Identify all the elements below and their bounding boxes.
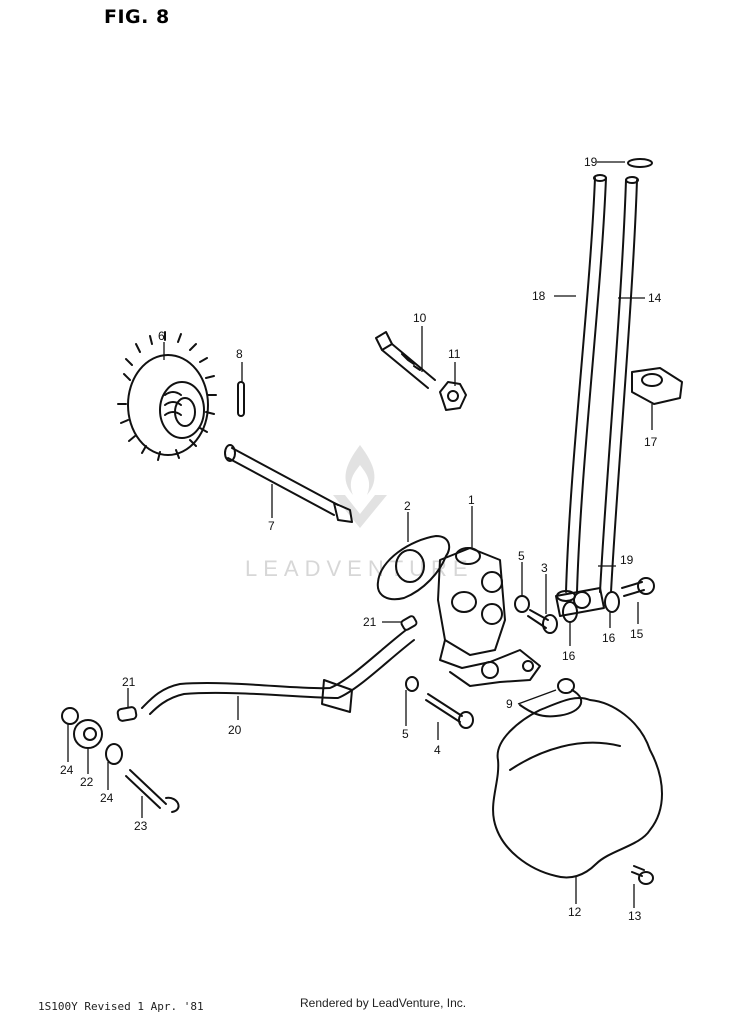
callout-24b: 24: [100, 791, 114, 805]
callout-10: 10: [413, 311, 427, 325]
callout-4: 4: [434, 743, 441, 757]
callout-7: 7: [268, 519, 275, 533]
callout-20: 20: [228, 723, 242, 737]
watermark-text: LEADVENTURE: [245, 556, 474, 581]
screw-part-3: [527, 609, 558, 634]
cover-part-12: [492, 696, 663, 879]
oil-hose-part-14: [599, 176, 639, 593]
washer-part-16-right: [604, 591, 620, 613]
nut-part-11: [439, 381, 467, 411]
callout-2: 2: [404, 499, 411, 513]
callout-14: 14: [648, 291, 662, 305]
callout-16a: 16: [562, 649, 576, 663]
watermark-logo-icon: [333, 445, 387, 528]
callout-6: 6: [158, 329, 165, 343]
callout-15: 15: [630, 627, 644, 641]
callout-16b: 16: [602, 631, 616, 645]
gear-part-6: [117, 331, 217, 461]
oil-hose-part-18: [565, 174, 607, 593]
callout-24a: 24: [60, 763, 74, 777]
callout-5a: 5: [518, 549, 525, 563]
fitting-part-21-lower: [116, 706, 138, 722]
bolt-part-23: [125, 769, 180, 813]
oil-hose-part-20: [141, 629, 415, 715]
washer-part-5-lower: [405, 676, 419, 692]
callout-18: 18: [532, 289, 546, 303]
grommet-part-9: [519, 678, 583, 718]
callout-22: 22: [80, 775, 94, 789]
callout-19a: 19: [584, 155, 598, 169]
fitting-part-21-upper: [400, 615, 418, 631]
banjo-part-22: [73, 719, 103, 749]
callout-19-lower: 19: [620, 553, 634, 567]
callout-11: 11: [448, 347, 461, 361]
callout-labels: 19 18 14 6 8 10 11 17 7 2 1 5 3 19 19 21…: [60, 155, 662, 923]
leader-lines: [67, 161, 653, 908]
cap-part-17: [631, 367, 683, 405]
screw-part-4: [425, 693, 474, 729]
callout-9: 9: [506, 697, 513, 711]
washer-part-24-upper: [61, 707, 79, 725]
shaft-part-7: [224, 444, 353, 523]
clamp-part-19-lower: [556, 590, 576, 602]
render-credit: Rendered by LeadVenture, Inc.: [300, 996, 467, 1010]
washer-part-5-upper: [514, 595, 530, 613]
gasket-part-2: [376, 535, 451, 601]
callout-21a: 21: [363, 615, 377, 629]
screw-part-13: [631, 865, 654, 885]
callout-8: 8: [236, 347, 243, 361]
bolt-part-10: [375, 331, 436, 389]
callout-3: 3: [541, 561, 548, 575]
banjo-fitting: [555, 587, 605, 617]
callout-13: 13: [628, 909, 642, 923]
callout-12: 12: [568, 905, 582, 919]
pin-part-8: [237, 381, 245, 417]
callout-1: 1: [468, 493, 475, 507]
callout-23: 23: [134, 819, 148, 833]
callout-21b: 21: [122, 675, 136, 689]
oil-pump-body-part-1: [437, 547, 541, 687]
figure-title: FIG. 8: [104, 6, 170, 28]
clamp-part-19-top: [627, 158, 653, 168]
washer-part-24-lower: [105, 743, 123, 765]
callout-5b: 5: [402, 727, 409, 741]
callout-17: 17: [644, 435, 658, 449]
bolt-part-15: [621, 577, 655, 597]
revision-note: 1S100Y Revised 1 Apr. '81: [38, 1000, 204, 1013]
